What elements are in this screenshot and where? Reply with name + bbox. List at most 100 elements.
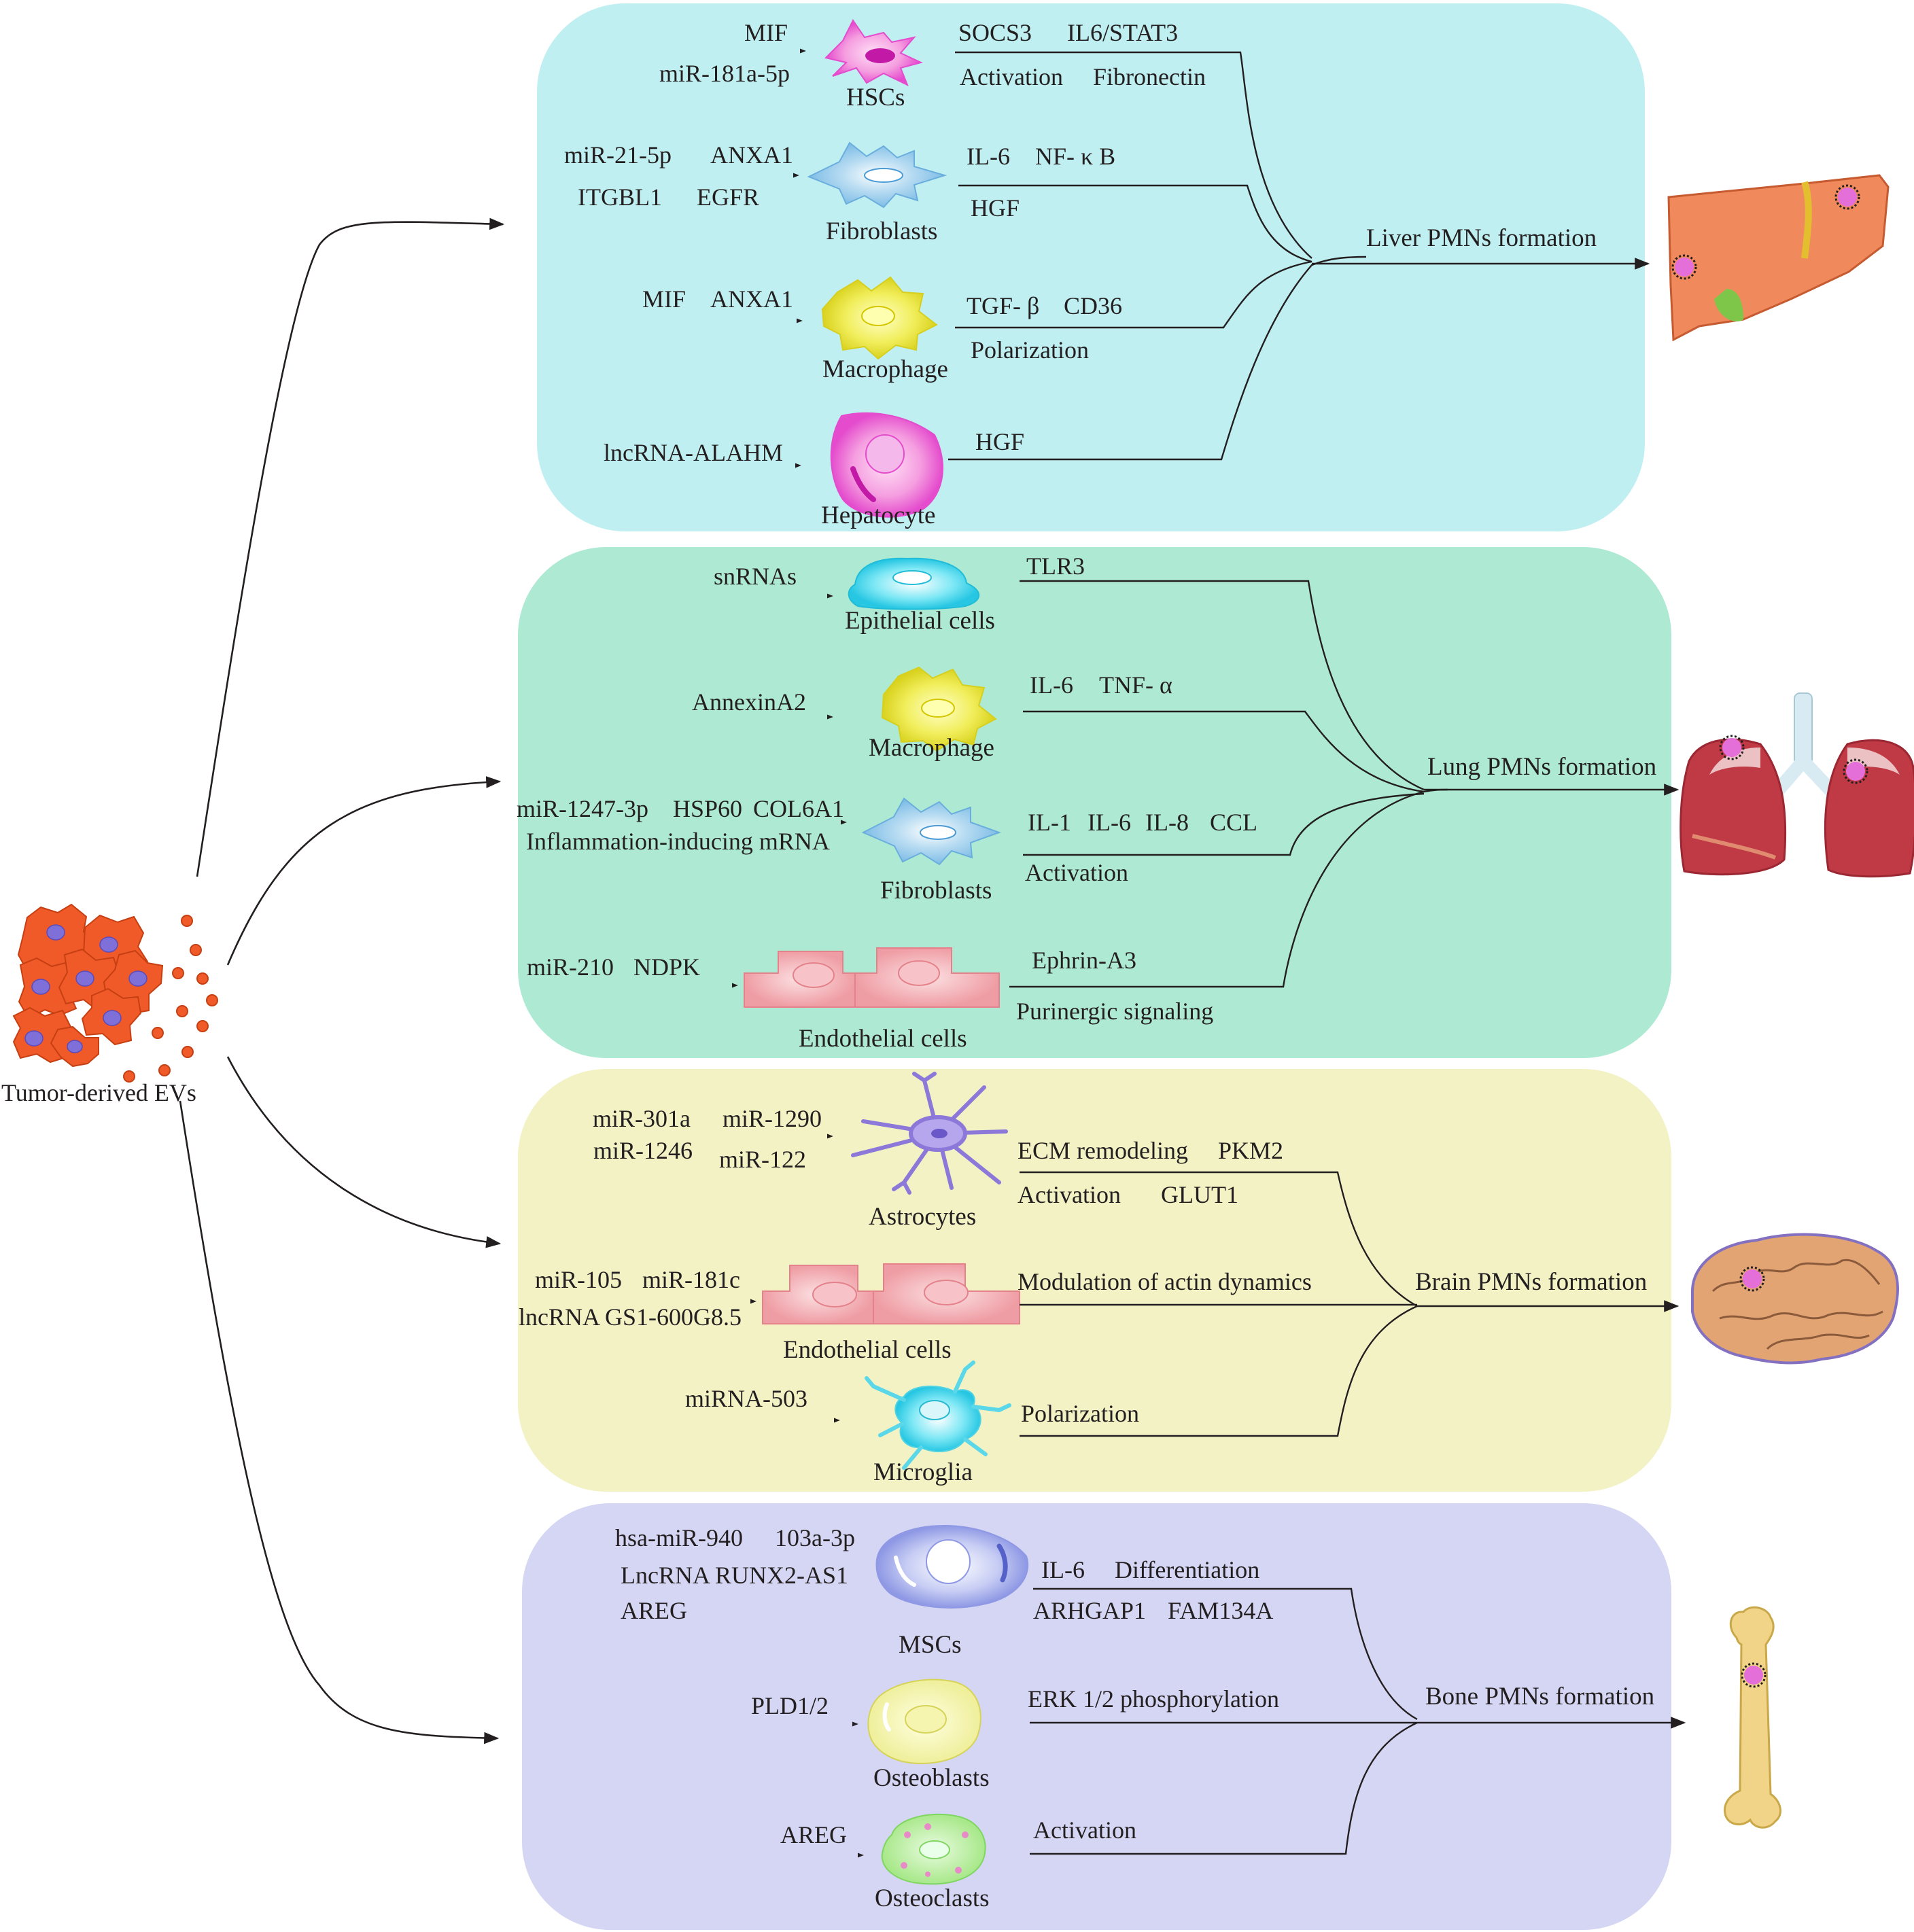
cell-label: Hepatocyte: [821, 502, 935, 529]
cell-label: MSCs: [899, 1631, 962, 1659]
input-label: COL6A1: [753, 795, 844, 822]
effect-label: Polarization: [1021, 1400, 1139, 1427]
liver-row-fibroblasts: miR-21-5p ANXA1 ITGBL1 EGFR Fibroblasts …: [564, 141, 1312, 263]
effect-label: Polarization: [971, 336, 1089, 364]
input-label: Inflammation-inducing mRNA: [526, 828, 830, 855]
input-label: 103a-3p: [775, 1524, 855, 1551]
curve-to-bone: [179, 1100, 500, 1744]
lung-row-macrophage: AnnexinA2 Macrophage IL-6 TNF- α: [605, 666, 1425, 793]
input-label: ANXA1: [710, 285, 793, 313]
input-label: miR-1247-3p: [517, 795, 648, 822]
input-label: miR-1246: [593, 1137, 693, 1164]
curve-to-liver: [196, 217, 505, 877]
effect-label: CD36: [1064, 292, 1122, 319]
liver-row-hepatocyte: lncRNA-ALAHM Hepatocyte HGF: [578, 256, 1367, 529]
effect-label: IL-1: [1028, 809, 1071, 836]
cell-label: Osteoclasts: [875, 1884, 990, 1912]
input-label: miR-105: [535, 1266, 622, 1293]
effect-label: TLR3: [1026, 552, 1085, 580]
input-label: miR-181a-5p: [659, 60, 790, 87]
tumor-cells-icon: [12, 903, 164, 1068]
brain-icon: [1691, 1233, 1900, 1365]
cell-label: Epithelial cells: [845, 607, 995, 635]
effect-label: Differentiation: [1115, 1556, 1259, 1583]
lung-row-epithelial: snRNAs Epithelial cells TLR3: [605, 552, 1425, 791]
bone-row-mscs: hsa-miR-940 103a-3p LncRNA RUNX2-AS1 ARE…: [615, 1524, 1418, 1721]
cell-label: Endothelial cells: [799, 1025, 967, 1053]
epithelial-cell-icon: [848, 557, 980, 610]
cell-label: Astrocytes: [869, 1203, 976, 1231]
effect-label: TGF- β: [967, 292, 1039, 319]
brain-row-microglia: miRNA-503 Microglia Polarization: [615, 1305, 1418, 1486]
liver-row-macrophage: MIF ANXA1 Macrophage TGF- β CD36 Polariz…: [574, 260, 1312, 383]
effect-label: Modulation of actin dynamics: [1017, 1268, 1312, 1295]
input-label: PLD1/2: [751, 1692, 829, 1719]
input-label: snRNAs: [714, 563, 797, 590]
source-label: Tumor-derived EVs: [1, 1079, 196, 1106]
input-label: lncRNA-ALAHM: [604, 439, 783, 466]
cell-label: Fibroblasts: [880, 877, 992, 904]
brain-row-endothelial: miR-105 miR-181c lncRNA GS1-600G8.5 Endo…: [519, 1263, 1417, 1364]
lung-panel: [518, 547, 1671, 1058]
effect-label: IL-8: [1145, 809, 1189, 836]
lung-icon: [1680, 692, 1914, 878]
effect-label: FAM134A: [1168, 1597, 1273, 1624]
astrocyte-icon: [851, 1072, 1008, 1195]
effect-label: Activation: [1017, 1181, 1121, 1208]
input-label: MIF: [642, 285, 686, 313]
effect-label: Purinergic signaling: [1016, 998, 1213, 1025]
effect-label: PKM2: [1218, 1137, 1283, 1164]
bone-icon: [1724, 1606, 1781, 1829]
input-label: ITGBL1: [578, 183, 662, 211]
effect-label: TNF- α: [1099, 671, 1172, 699]
macrophage-icon: [821, 276, 938, 360]
curve-to-lung: [226, 776, 502, 966]
liver-row-hscs: MIF miR-181a-5p HSCs SOCS3 IL6/STAT3 Act…: [578, 19, 1312, 259]
input-label: miR-210: [527, 953, 614, 981]
input-label: lncRNA GS1-600G8.5: [519, 1303, 742, 1331]
input-label: AnnexinA2: [692, 688, 806, 716]
input-label: miR-181c: [642, 1266, 740, 1293]
fibroblast-icon: [807, 141, 947, 209]
input-label: miR-122: [719, 1146, 806, 1173]
input-label: HSP60: [673, 795, 742, 822]
input-label: miR-1290: [723, 1105, 822, 1132]
effect-label: IL-6: [1041, 1556, 1085, 1583]
input-label: NDPK: [633, 953, 700, 981]
input-label: miRNA-503: [685, 1385, 807, 1412]
effect-label: Fibronectin: [1093, 63, 1206, 90]
effect-label: ERK 1/2 phosphorylation: [1028, 1685, 1279, 1713]
input-label: AREG: [780, 1821, 847, 1848]
input-label: AREG: [621, 1597, 687, 1624]
cell-label: Macrophage: [869, 734, 994, 762]
effect-label: GLUT1: [1161, 1181, 1238, 1208]
outcome-label: Bone PMNs formation: [1425, 1683, 1654, 1710]
cell-label: Endothelial cells: [783, 1336, 952, 1364]
effect-label: ECM remodeling: [1017, 1137, 1188, 1164]
macrophage-icon: [881, 666, 997, 752]
brain-row-astrocytes: miR-301a miR-1290 miR-1246 miR-122 Astro…: [593, 1072, 1418, 1307]
outcome-label: Lung PMNs formation: [1427, 753, 1656, 781]
effect-label: IL-6: [1030, 671, 1073, 699]
input-label: LncRNA RUNX2-AS1: [621, 1562, 848, 1589]
input-label: miR-301a: [593, 1105, 691, 1132]
brain-panel: [518, 1069, 1671, 1492]
effect-label: SOCS3: [958, 19, 1032, 46]
osteoclast-icon: [881, 1813, 986, 1885]
fibroblast-icon: [861, 797, 1001, 866]
input-label: hsa-miR-940: [615, 1524, 743, 1551]
effect-label: ARHGAP1: [1033, 1597, 1146, 1624]
ev-dots-icon: [123, 915, 218, 1083]
hsc-icon: [824, 19, 923, 87]
effect-label: IL6/STAT3: [1067, 19, 1178, 46]
lung-row-endothelial: miR-210 NDPK Endothelial cells Ephrin-A3…: [527, 788, 1448, 1053]
effect-label: NF- κ B: [1035, 143, 1115, 170]
microglia-icon: [865, 1360, 1011, 1470]
effect-label: HGF: [971, 194, 1020, 222]
endothelial-cell-icon: [744, 947, 1000, 1008]
effect-label: Ephrin-A3: [1032, 947, 1136, 974]
effect-label: Activation: [1033, 1816, 1136, 1844]
input-label: ANXA1: [710, 141, 793, 169]
effect-label: IL-6: [1088, 809, 1131, 836]
